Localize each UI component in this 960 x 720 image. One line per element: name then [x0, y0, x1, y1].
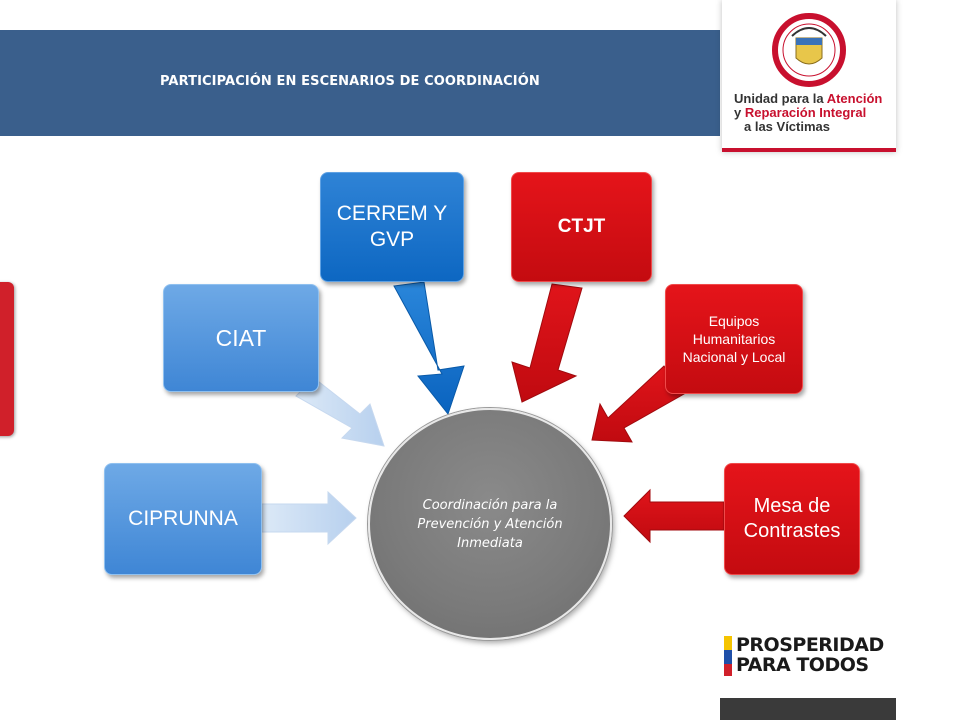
logo-line1-a: Unidad para la [734, 91, 827, 106]
logo-line1-b: Atención [826, 91, 883, 106]
node-ciprunna: CIPRUNNA [104, 463, 262, 575]
node-ctjt-label: CTJT [557, 216, 606, 237]
node-cerrem-label: CERREM Y GVP [336, 202, 448, 251]
node-ciat: CIAT [163, 284, 319, 392]
logo-line2-b: Reparación Integral [744, 105, 867, 120]
logo-wordmark: Unidad para la Atención y Reparación Int… [734, 92, 894, 134]
logo-line3: a las Víctimas [744, 119, 830, 134]
center-coordination-circle: Coordinación para la Prevención y Atenci… [368, 408, 612, 640]
header-band [0, 30, 720, 136]
arrow-mesa [623, 488, 725, 544]
logo-line2-a: y [734, 105, 745, 120]
node-equipos: Equipos Humanitarios Nacional y Local [665, 284, 803, 394]
node-cerrem: CERREM Y GVP [320, 172, 464, 282]
left-red-tab [0, 282, 14, 436]
slide-title: PARTICIPACIÓN EN ESCENARIOS DE COORDINAC… [160, 74, 540, 89]
node-ciat-label: CIAT [215, 324, 267, 351]
prosperidad-line1: PROSPERIDAD [736, 634, 884, 656]
arrow-equipos [591, 365, 685, 443]
unidad-victimas-logo: Unidad para la Atención y Reparación Int… [722, 0, 896, 152]
node-mesa: Mesa de Contrastes [724, 463, 860, 575]
center-label: Coordinación para la Prevención y Atenci… [417, 497, 563, 551]
arrow-ctjt [511, 283, 583, 403]
node-equipos-label: Equipos Humanitarios Nacional y Local [682, 313, 786, 365]
bottom-dark-bar [720, 698, 896, 720]
prosperidad-flag-icon [724, 636, 732, 676]
node-ciprunna-label: CIPRUNNA [128, 507, 238, 530]
colombia-seal-icon [772, 13, 846, 87]
arrow-ciat [295, 377, 385, 447]
arrow-ciprunna [261, 490, 357, 546]
node-mesa-label: Mesa de Contrastes [743, 495, 841, 542]
prosperidad-line2: PARA TODOS [736, 654, 869, 676]
arrow-cerrem [393, 281, 465, 416]
node-ctjt: CTJT [511, 172, 652, 282]
